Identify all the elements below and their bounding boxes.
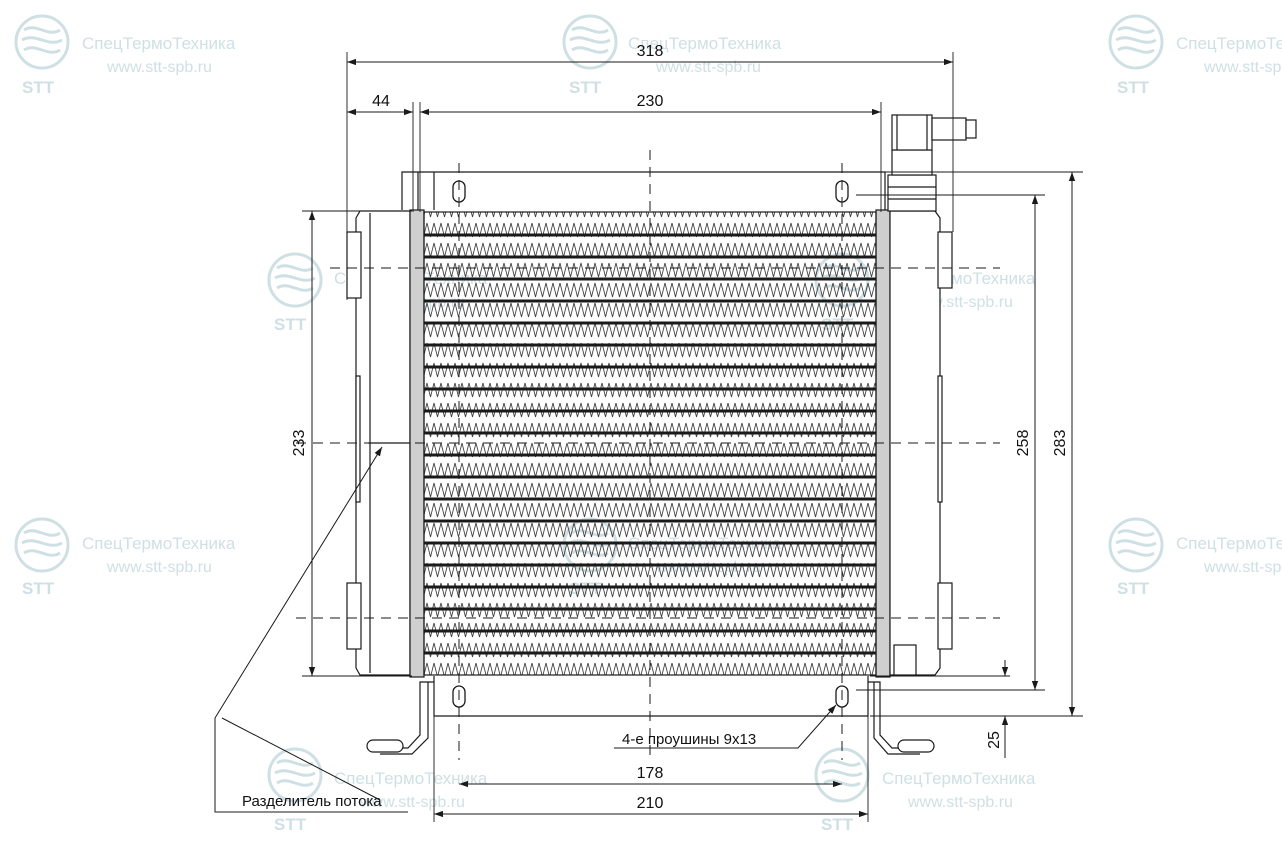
watermark-logo <box>14 517 70 573</box>
temperature-sensor <box>887 114 977 212</box>
watermark-company: СпецТермоТехника <box>82 34 236 53</box>
extension-lines <box>302 52 1083 822</box>
dim-outer-hole-spacing: 210 <box>637 795 664 812</box>
dim-core-width: 230 <box>637 93 664 110</box>
watermark-abbr: STT <box>274 315 307 334</box>
watermark-company: СпецТермоТехника <box>82 534 236 553</box>
watermark-abbr: STT <box>569 78 602 97</box>
dim-bracket-offset: 25 <box>986 731 1003 749</box>
dim-left-offset: 44 <box>372 93 390 110</box>
dim-core-height: 233 <box>291 430 308 457</box>
watermark-url: www.stt-spb.ru <box>359 794 465 811</box>
watermark-company: СпецТермоТехника <box>628 34 782 53</box>
mounting-plates <box>401 171 886 717</box>
dim-overall-height: 283 <box>1052 430 1069 457</box>
watermark-abbr: STT <box>22 579 55 598</box>
watermark-url: www.stt-spb.ru <box>1203 59 1282 76</box>
watermark-logo <box>1108 517 1164 573</box>
dimension-values: 318 44 230 233 258 283 25 178 210 <box>291 43 1069 812</box>
dim-mount-height: 258 <box>1015 430 1032 457</box>
watermark-url: www.stt-spb.ru <box>1203 559 1282 576</box>
dim-overall-width: 318 <box>637 43 664 60</box>
bottom-brackets <box>366 681 935 755</box>
bottom-mounting-plate <box>433 676 869 717</box>
watermark-url: www.stt-spb.ru <box>106 59 212 76</box>
watermark-logo <box>1108 14 1164 70</box>
dimension-lines <box>308 58 1076 818</box>
watermark-abbr: STT <box>821 815 854 834</box>
watermark-abbr: STT <box>1117 579 1150 598</box>
flow-divider-leader <box>214 446 408 813</box>
watermark-logo <box>562 14 618 70</box>
leader-lines <box>214 446 837 813</box>
watermark-company: СпецТермоТехника <box>1176 534 1282 553</box>
watermark-abbr: STT <box>1117 78 1150 97</box>
watermark-url: www.stt-spb.ru <box>106 559 212 576</box>
watermark-company: СпецТермоТехника <box>882 769 1036 788</box>
dim-inner-hole-spacing: 178 <box>637 765 664 782</box>
watermark-logo <box>14 14 70 70</box>
watermark-logo <box>814 747 870 803</box>
watermark-company: СпецТермоТехника <box>1176 34 1282 53</box>
watermark-company: СпецТермоТехника <box>334 769 488 788</box>
watermark-abbr: STT <box>274 815 307 834</box>
watermark-abbr: STT <box>22 78 55 97</box>
watermark-url: www.stt-spb.ru <box>907 794 1013 811</box>
watermark-logo <box>267 252 323 308</box>
lug-leader <box>614 704 837 749</box>
lugs-callout: 4-е проушины 9х13 <box>622 731 756 748</box>
center-lines <box>296 150 1000 760</box>
top-mounting-plate <box>401 171 886 210</box>
flow-divider-callout: Разделитель потока <box>242 793 382 810</box>
callout-labels: 4-е проушины 9х13 Разделитель потока <box>242 731 756 810</box>
